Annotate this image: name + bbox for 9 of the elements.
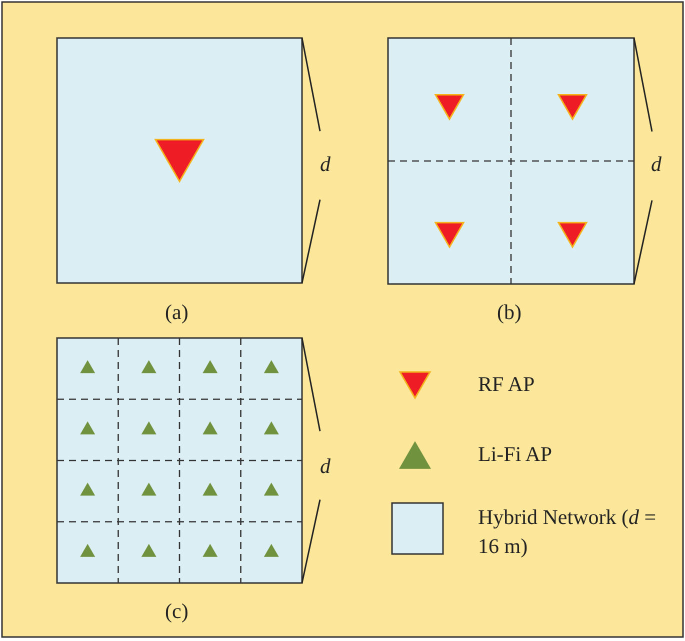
dimension-label: d (320, 453, 330, 480)
panel-label: (a) (165, 299, 188, 326)
legend-label: Li-Fi AP (478, 441, 552, 468)
legend-label: Hybrid Network (d = 16 m) (478, 504, 658, 560)
legend-label: RF AP (478, 371, 535, 398)
panel-label: (b) (497, 299, 522, 326)
panel-label: (c) (165, 598, 188, 625)
dimension-label: d (320, 151, 330, 178)
dimension-label: d (651, 151, 662, 178)
